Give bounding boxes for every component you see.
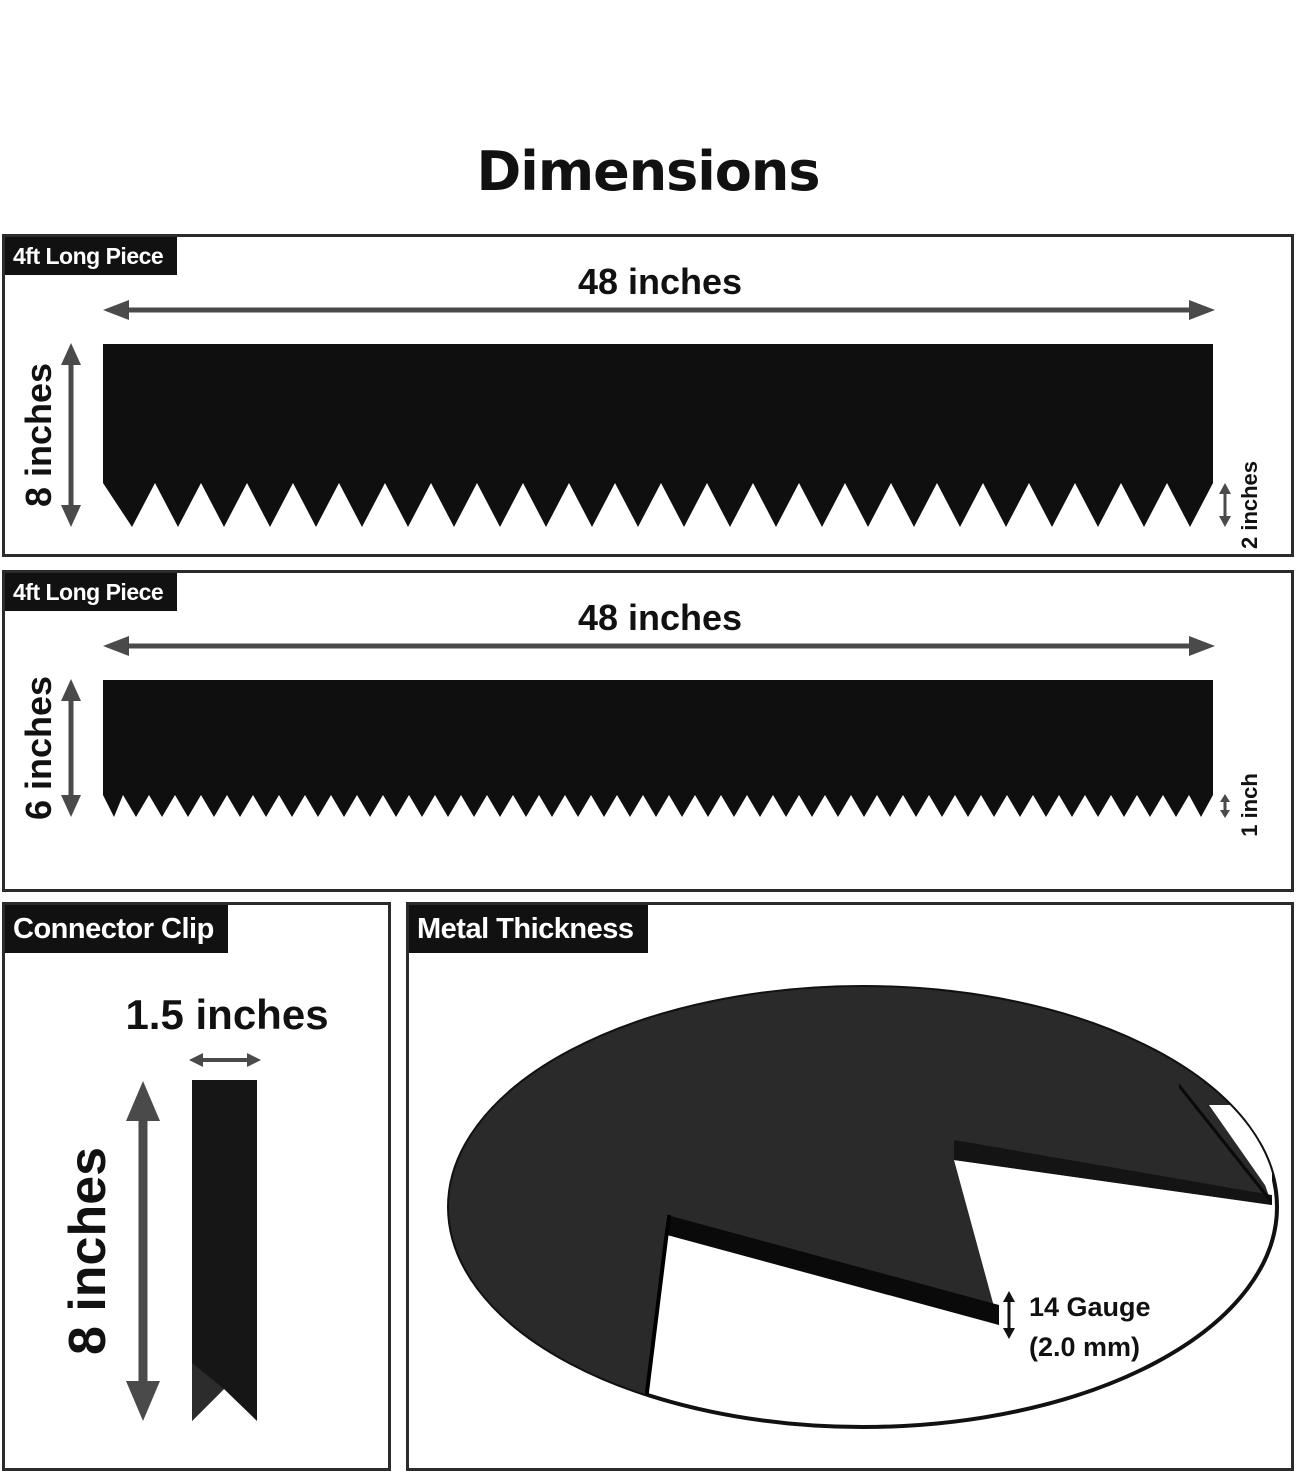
clip-height-label: 8 inches [59, 1147, 117, 1355]
spike-arrow [1219, 483, 1231, 527]
edging-6-inch-diagram: 48 inches 6 inches 1 inch [18, 597, 1262, 837]
edging-8-inch-diagram: 48 inches 8 inches 2 inches [18, 261, 1262, 549]
serrated-metal-strip [103, 680, 1213, 817]
height-label: 6 inches [18, 676, 59, 820]
clip-width-label: 1.5 inches [125, 991, 328, 1038]
clip-width-arrow [189, 1053, 261, 1067]
panel-tag: 4ft Long Piece [5, 573, 178, 611]
spike-label: 2 inches [1237, 461, 1262, 549]
magnified-metal-edge [449, 987, 1272, 1427]
metal-thickness-diagram: 14 Gauge (2.0 mm) [447, 985, 1279, 1429]
panel-metal-thickness: 14 Gauge (2.0 mm) Metal Thickness [406, 902, 1294, 1471]
panel-8-inch-piece: 4ft Long Piece 48 inches 8 inches 2 inch… [2, 234, 1294, 557]
panel-tag: Metal Thickness [409, 905, 648, 953]
width-arrow [103, 300, 1215, 320]
width-arrow [103, 636, 1215, 656]
connector-clip-diagram: 1.5 inches 8 inches [59, 991, 329, 1421]
page-title: Dimensions [476, 140, 820, 203]
serrated-metal-strip [103, 344, 1213, 527]
panel-6-inch-piece: 4ft Long Piece 48 inches 6 inches 1 inch [2, 570, 1294, 892]
height-label: 8 inches [18, 363, 59, 507]
height-arrow [61, 679, 81, 817]
gauge-label: 14 Gauge [1029, 1292, 1151, 1322]
height-arrow [61, 343, 81, 527]
panel-tag: Connector Clip [5, 905, 228, 953]
thickness-arrow [1003, 1291, 1015, 1339]
spike-arrow [1220, 794, 1230, 818]
panel-connector-clip: Connector Clip 1.5 inches 8 inches [2, 902, 391, 1471]
clip-height-arrow [126, 1081, 160, 1421]
connector-clip-shape [192, 1080, 257, 1421]
spike-label: 1 inch [1237, 773, 1262, 837]
mm-label: (2.0 mm) [1029, 1332, 1140, 1362]
clip-fold-shade [192, 1363, 224, 1421]
width-label: 48 inches [578, 261, 742, 302]
panel-tag: 4ft Long Piece [5, 237, 178, 275]
width-label: 48 inches [578, 597, 742, 638]
